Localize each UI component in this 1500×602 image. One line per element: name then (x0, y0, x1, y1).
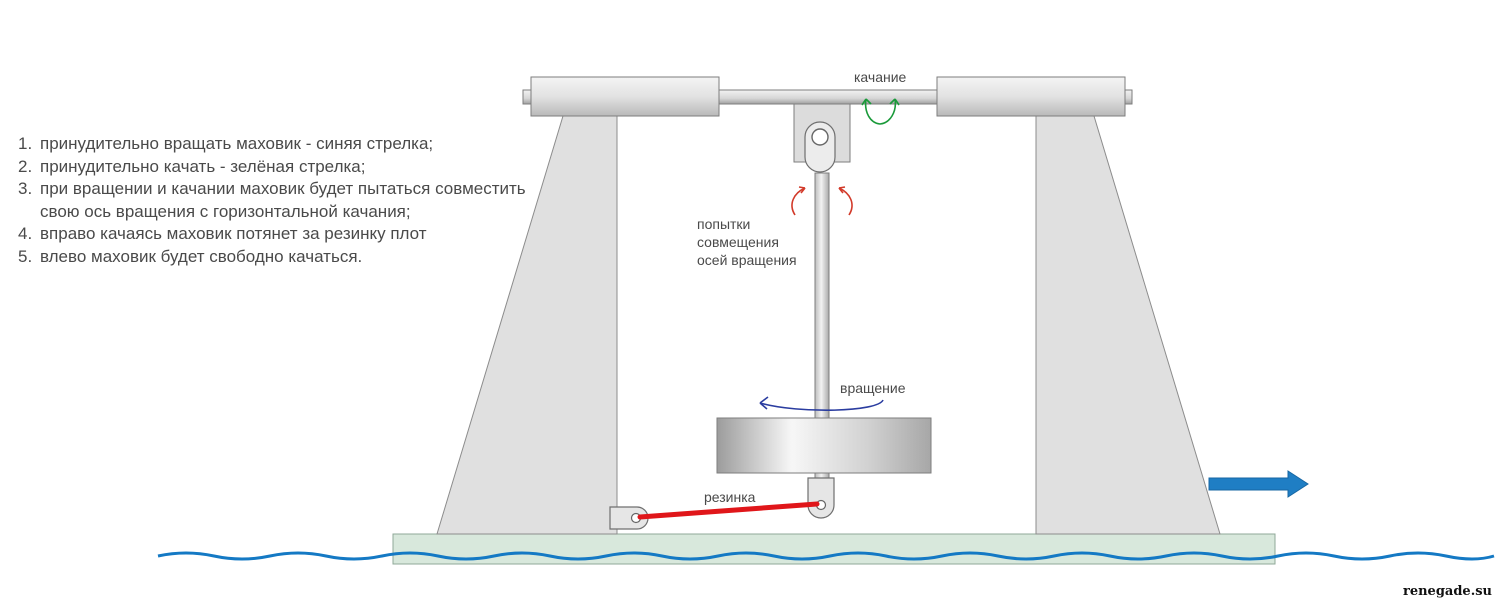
note-number: 1. (18, 134, 33, 153)
label-alignment-3: осей вращения (697, 252, 797, 268)
note-item: 4. вправо качаясь маховик потянет за рез… (18, 223, 538, 246)
water-waves (157, 551, 1495, 561)
note-text: принудительно качать - зелёная стрелка; (40, 156, 366, 176)
flywheel (716, 417, 932, 474)
note-number: 3. (18, 179, 33, 198)
label-rubber-band: резинка (704, 489, 756, 505)
note-text: вправо качаясь маховик потянет за резинк… (40, 224, 427, 243)
rotation-arrow (759, 396, 884, 411)
right-support (1035, 115, 1221, 535)
left-bearing (530, 76, 720, 117)
label-rotation: вращение (840, 380, 906, 396)
note-item: 5. влево маховик будет свободно качаться… (18, 246, 538, 269)
note-item: 3. при вращении и качании маховик будет … (18, 178, 538, 223)
note-number: 5. (18, 246, 33, 266)
note-item: 2. принудительно качать - зелёная стрелк… (18, 156, 538, 179)
rubber-band (637, 501, 820, 520)
anchor-bracket (609, 506, 649, 530)
note-number: 2. (18, 156, 33, 176)
note-number: 4. (18, 224, 33, 243)
right-bearing (936, 76, 1126, 117)
notes-list: 1. принудительно вращать маховик - синяя… (18, 133, 538, 268)
note-text: при вращении и качании маховик будет пыт… (40, 179, 526, 221)
bottom-hook (807, 477, 835, 519)
label-alignment-2: совмещения (697, 234, 779, 250)
vertical-shaft (814, 172, 830, 419)
alignment-arrow (791, 186, 853, 216)
watermark: renegade.su (1402, 584, 1492, 599)
swing-arrow (861, 98, 900, 125)
label-swing: качание (854, 69, 907, 85)
motion-arrow (1208, 470, 1309, 498)
note-item: 1. принудительно вращать маховик - синяя… (18, 133, 538, 156)
note-text: влево маховик будет свободно качаться. (40, 246, 363, 266)
note-text: принудительно вращать маховик - синяя ст… (40, 134, 434, 153)
label-alignment-1: попытки (697, 216, 750, 232)
clevis-pin (811, 128, 829, 146)
